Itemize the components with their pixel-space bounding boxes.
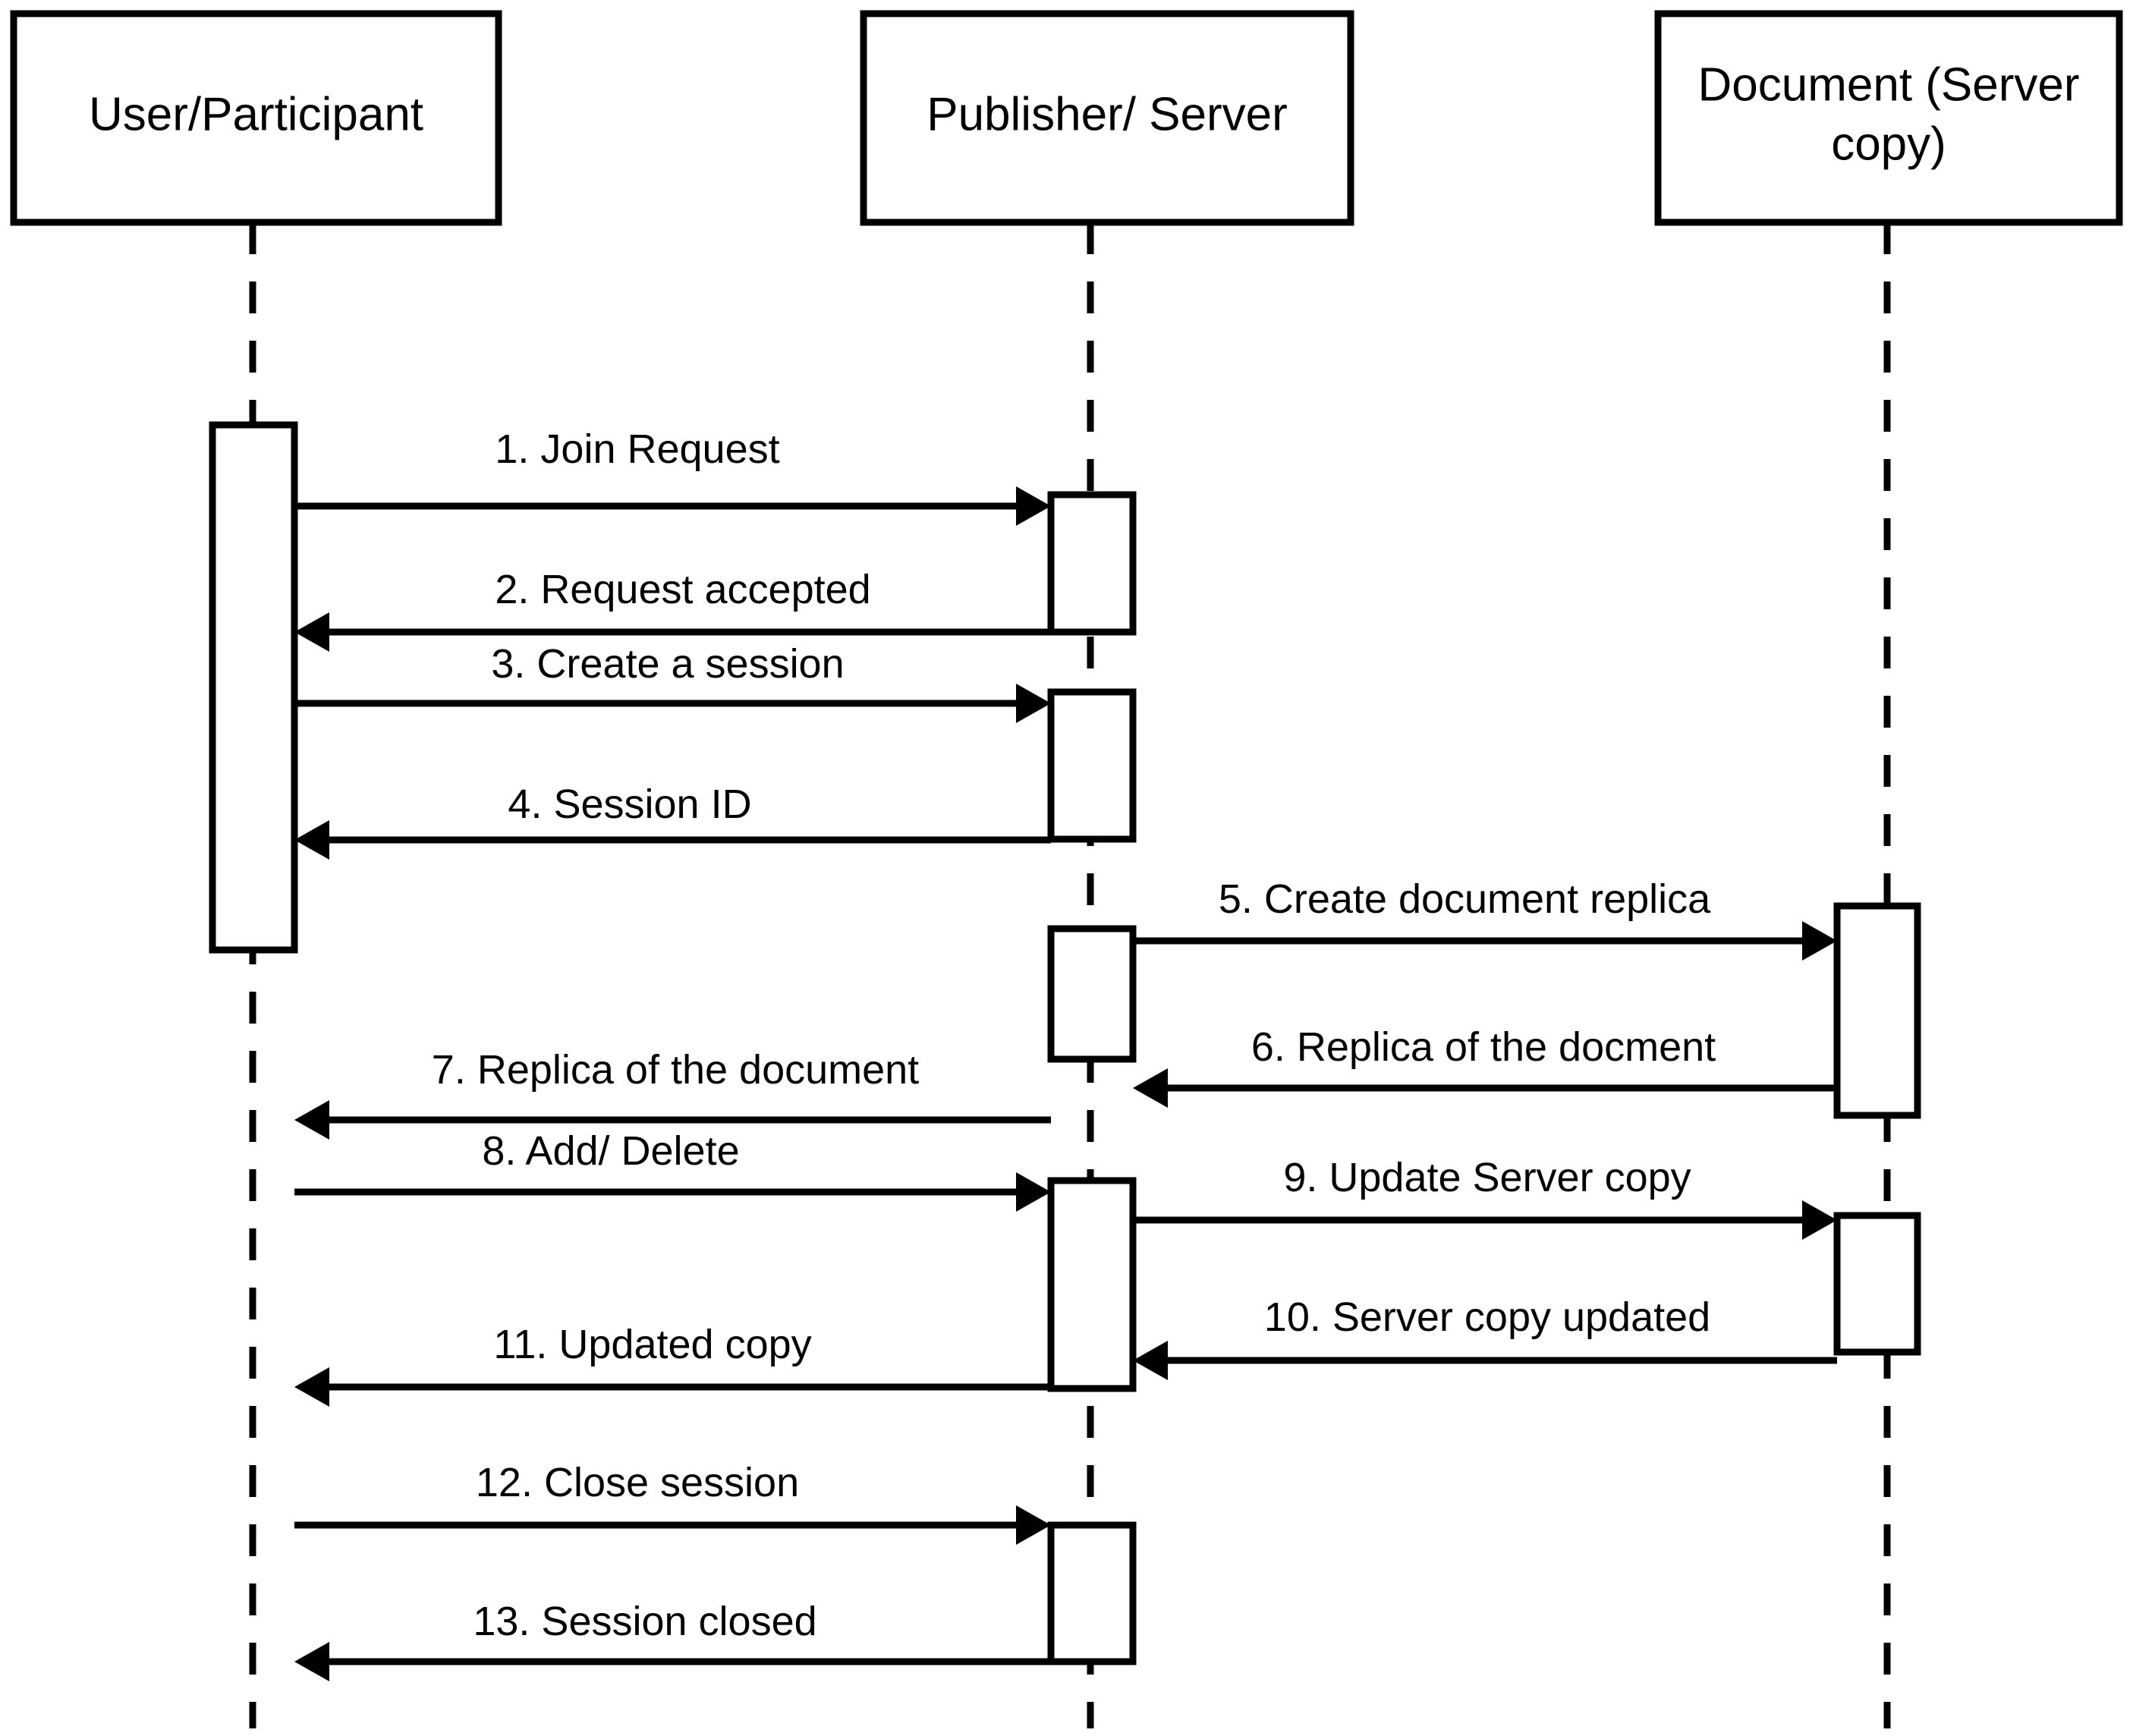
message-arrowhead-7 xyxy=(294,1100,329,1140)
message-13[interactable]: 13. Session closed xyxy=(294,1599,1051,1681)
activation-bar-publisher-3[interactable] xyxy=(1047,925,1137,1063)
message-7[interactable]: 7. Replica of the document xyxy=(294,1047,1051,1140)
message-arrowhead-8 xyxy=(1016,1172,1051,1212)
lifeline-document: Document (Server copy) xyxy=(1654,10,2123,1728)
lifeline-label-publisher: Publisher/ Server xyxy=(927,89,1288,141)
lifeline-header-box-user[interactable] xyxy=(10,10,502,226)
activation-bar-publisher-5[interactable] xyxy=(1047,1521,1137,1665)
message-label-13: 13. Session closed xyxy=(473,1599,816,1644)
lifeline-label-document: Document (Server copy) xyxy=(1697,59,2079,171)
message-label-3: 3. Create a session xyxy=(491,641,844,687)
lifeline-label-line: copy) xyxy=(1831,118,1946,171)
messages-layer: 1. Join Request 2. Request accepted 3. Cre… xyxy=(294,426,1837,1681)
message-label-11: 11. Updated copy xyxy=(493,1322,811,1367)
message-arrowhead-4 xyxy=(294,820,329,860)
activations-layer xyxy=(209,421,1921,1665)
message-arrowhead-1 xyxy=(1016,486,1051,526)
message-8[interactable]: 8. Add/ Delete xyxy=(294,1128,1051,1212)
message-label-4: 4. Session ID xyxy=(508,782,751,827)
activation-bar-publisher-4[interactable] xyxy=(1047,1177,1137,1392)
message-arrowhead-9 xyxy=(1802,1200,1837,1240)
activation-bar-publisher-2[interactable] xyxy=(1047,688,1137,843)
lifelines-layer: User/Participant Publisher/ Server Documen… xyxy=(10,10,2123,1728)
message-3[interactable]: 3. Create a session xyxy=(294,641,1051,723)
activation-bar-user-1[interactable] xyxy=(209,421,298,954)
message-1[interactable]: 1. Join Request xyxy=(294,426,1051,526)
lifeline-label-line: User/Participant xyxy=(89,89,423,141)
message-11[interactable]: 11. Updated copy xyxy=(294,1322,1051,1407)
message-label-5: 5. Create document replica xyxy=(1219,876,1711,922)
message-arrowhead-13 xyxy=(294,1642,329,1681)
message-label-10: 10. Server copy updated xyxy=(1264,1294,1710,1340)
activation-bar-document-2[interactable] xyxy=(1833,1212,1921,1356)
lifeline-label-line: Publisher/ Server xyxy=(927,89,1288,141)
message-9[interactable]: 9. Update Server copy xyxy=(1133,1155,1837,1240)
activation-bar-document-1[interactable] xyxy=(1833,902,1921,1119)
message-arrowhead-3 xyxy=(1016,684,1051,723)
message-label-12: 12. Close session xyxy=(476,1460,799,1505)
message-arrowhead-5 xyxy=(1802,921,1837,961)
message-4[interactable]: 4. Session ID xyxy=(294,782,1051,860)
message-label-1: 1. Join Request xyxy=(495,426,779,472)
message-arrowhead-11 xyxy=(294,1367,329,1407)
message-label-8: 8. Add/ Delete xyxy=(482,1128,739,1174)
message-label-7: 7. Replica of the document xyxy=(432,1047,919,1093)
message-label-2: 2. Request accepted xyxy=(495,567,870,612)
message-arrowhead-10 xyxy=(1133,1341,1168,1380)
message-10[interactable]: 10. Server copy updated xyxy=(1133,1294,1837,1380)
message-label-9: 9. Update Server copy xyxy=(1283,1155,1691,1200)
message-arrowhead-2 xyxy=(294,612,329,652)
message-arrowhead-12 xyxy=(1016,1505,1051,1545)
message-label-6: 6. Replica of the docment xyxy=(1251,1024,1716,1070)
lifeline-label-user: User/Participant xyxy=(89,89,423,141)
message-12[interactable]: 12. Close session xyxy=(294,1460,1051,1545)
message-2[interactable]: 2. Request accepted xyxy=(294,567,1051,652)
lifeline-label-line: Document (Server xyxy=(1697,59,2079,112)
lifeline-publisher: Publisher/ Server xyxy=(860,10,1354,1728)
lifeline-header-box-publisher[interactable] xyxy=(860,10,1354,226)
message-5[interactable]: 5. Create document replica xyxy=(1133,876,1837,961)
lifeline-user: User/Participant xyxy=(10,10,502,1728)
message-6[interactable]: 6. Replica of the docment xyxy=(1133,1024,1837,1108)
activation-bar-publisher-1[interactable] xyxy=(1047,491,1137,636)
message-arrowhead-6 xyxy=(1133,1068,1168,1108)
lifeline-header-box-document[interactable] xyxy=(1654,10,2123,226)
